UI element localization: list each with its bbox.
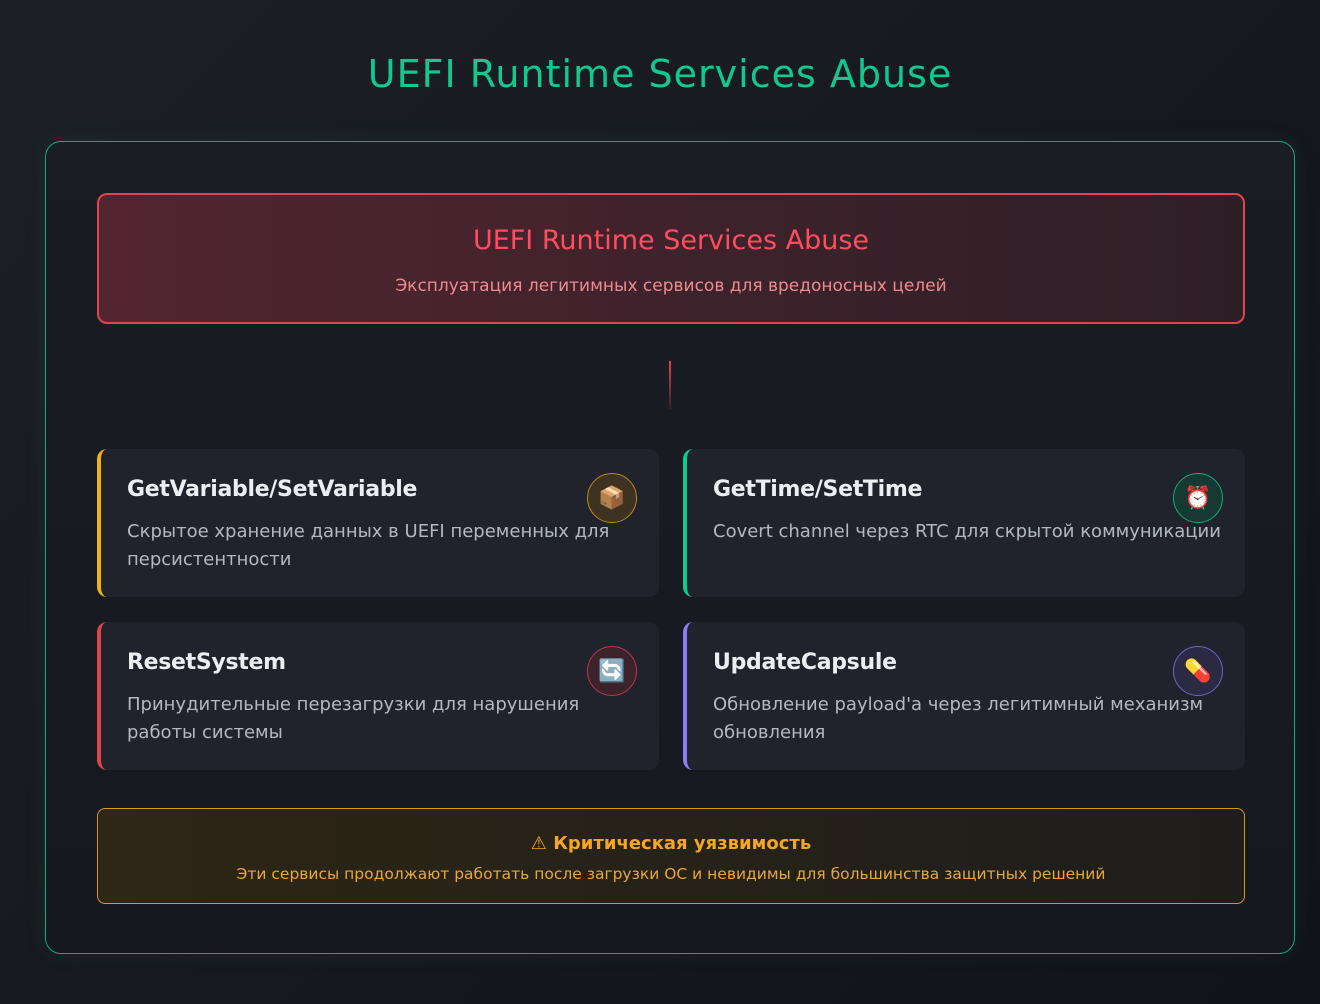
card-title: GetVariable/SetVariable bbox=[127, 477, 418, 502]
service-card-resetsystem: ResetSystem Принудительные перезагрузки … bbox=[97, 622, 659, 770]
page-title: UEFI Runtime Services Abuse bbox=[367, 52, 953, 96]
card-title: ResetSystem bbox=[127, 650, 286, 675]
service-card-getvariable: GetVariable/SetVariable Скрытое хранение… bbox=[97, 449, 659, 597]
hero-box: UEFI Runtime Services Abuse Эксплуатация… bbox=[97, 193, 1245, 324]
refresh-icon: 🔄 bbox=[587, 646, 637, 696]
service-card-updatecapsule: UpdateCapsule Обновление payload'а через… bbox=[683, 622, 1245, 770]
hero-title: UEFI Runtime Services Abuse bbox=[472, 225, 870, 256]
warning-text: Эти сервисы продолжают работать после за… bbox=[236, 865, 1106, 883]
warning-box: ⚠ Критическая уязвимость Эти сервисы про… bbox=[97, 808, 1245, 904]
warning-title: ⚠ Критическая уязвимость bbox=[530, 833, 812, 854]
hero-subtitle: Эксплуатация легитимных сервисов для вре… bbox=[395, 276, 947, 296]
card-description: Принудительные перезагрузки для нарушени… bbox=[127, 694, 580, 743]
card-description: Обновление payload'а через легитимный ме… bbox=[713, 694, 1204, 743]
card-description: Скрытое хранение данных в UEFI переменны… bbox=[127, 521, 610, 570]
pill-icon: 💊 bbox=[1173, 646, 1223, 696]
alarm-clock-icon: ⏰ bbox=[1173, 473, 1223, 523]
service-card-gettime: GetTime/SetTime Covert channel через RTC… bbox=[683, 449, 1245, 597]
connector-line bbox=[669, 361, 671, 409]
diagram-panel: UEFI Runtime Services Abuse Эксплуатация… bbox=[45, 141, 1295, 954]
card-title: UpdateCapsule bbox=[713, 650, 897, 675]
card-title: GetTime/SetTime bbox=[713, 477, 923, 502]
card-description: Covert channel через RTC для скрытой ком… bbox=[713, 521, 1221, 542]
package-icon: 📦 bbox=[587, 473, 637, 523]
